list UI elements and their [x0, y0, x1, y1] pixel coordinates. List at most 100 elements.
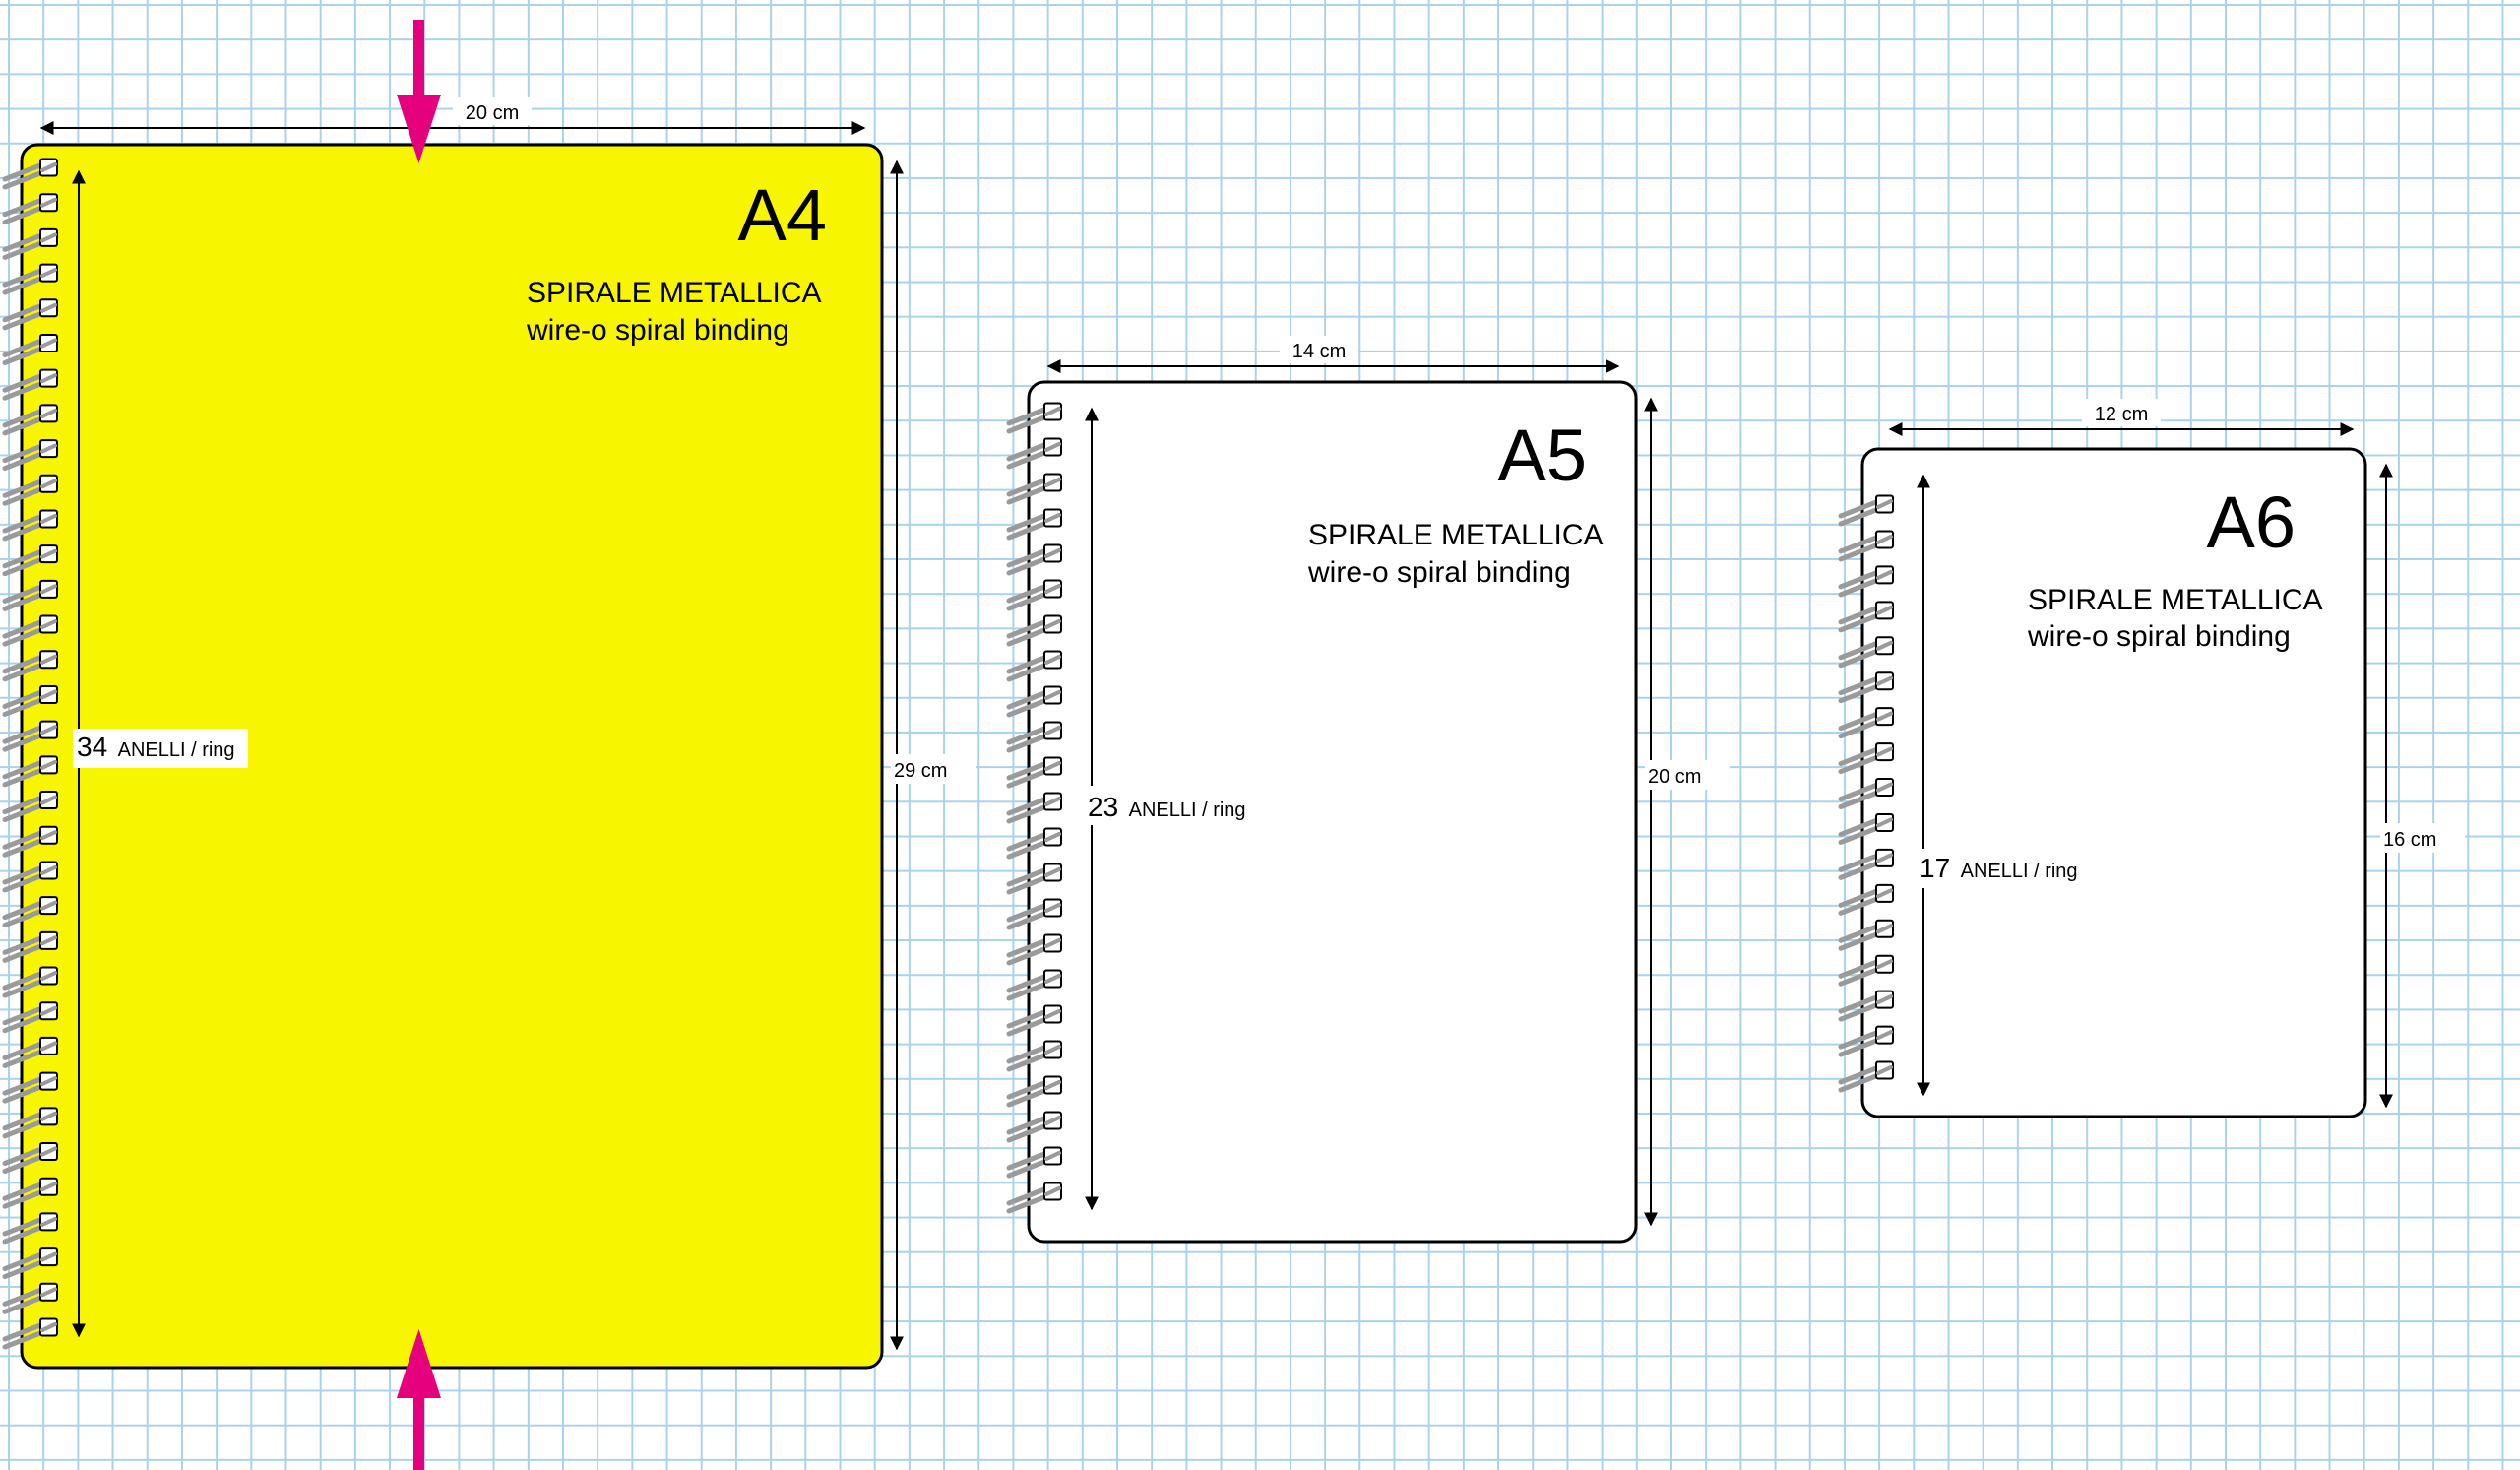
a4-ring-wire-over [40, 302, 57, 313]
a5-ring-count: 23 [1088, 792, 1118, 822]
a6-size-label: A6 [2206, 481, 2296, 563]
a5-width-label: 14 cm [1292, 341, 1346, 362]
a4-height-label: 29 cm [894, 760, 947, 782]
a4-ring-wire-over [40, 971, 57, 982]
a5-ring [1006, 1075, 1062, 1108]
a5-ring-wire-over [1044, 584, 1061, 594]
a6-ring-wire-over [1876, 853, 1893, 863]
a5-ring-wire-over [1044, 407, 1061, 416]
a4-ring-wire-over [40, 548, 57, 559]
a4-ring-wire-over [40, 408, 57, 418]
a4-ring [2, 1212, 58, 1245]
a4-ring [2, 1247, 58, 1280]
a4-binding-subtitle: wire-o spiral binding [526, 314, 789, 347]
a4-ring-wire-over [40, 864, 57, 875]
a4-ring-wire-over [40, 900, 57, 911]
a6-ring [1838, 883, 1894, 916]
a4-ring-wire-over [40, 162, 57, 172]
a5-ring-wire-over [1044, 478, 1061, 487]
a6-height-label: 16 cm [2383, 829, 2436, 851]
a4-ring [2, 684, 58, 717]
a6-ring-wire-over [1876, 924, 1893, 934]
a4-ring [2, 896, 58, 928]
a6-ring [1838, 778, 1894, 809]
a4-bottom-cut-arrow [397, 1329, 441, 1470]
a6-ring [1838, 1060, 1894, 1093]
a5-ring [1006, 1182, 1062, 1214]
a5-ring [1006, 1004, 1062, 1037]
a5-ring [1006, 756, 1062, 789]
a6-ring [1838, 919, 1894, 951]
a4-binding-title: SPIRALE METALLICA [527, 277, 822, 309]
a5-ring [1006, 933, 1062, 966]
a6-ring [1838, 812, 1894, 845]
a6-ring [1838, 742, 1894, 775]
a6-ring-wire-over [1876, 888, 1893, 899]
a5-ring-wire-over [1044, 974, 1061, 984]
a5-size-label: A5 [1497, 415, 1587, 496]
a4-ring [2, 966, 58, 998]
a4-ring-wire-over [40, 759, 57, 770]
a4-ring [2, 861, 58, 893]
a6-ring-wire-over [1876, 534, 1893, 544]
a6-ring-wire-over [1876, 959, 1893, 970]
a4-ring-count-label: 34 ANELLI / ring [77, 732, 235, 762]
a5-ring [1006, 827, 1062, 860]
a4-ring [2, 1071, 58, 1104]
a6-ring [1838, 565, 1894, 598]
a5-ring [1006, 473, 1062, 505]
a4-ring [2, 333, 58, 365]
a6-ring-wire-over [1876, 1065, 1893, 1075]
a5-ring-wire-over [1044, 726, 1061, 735]
a6-binding-title: SPIRALE METALLICA [2028, 584, 2323, 616]
a6-ring [1838, 954, 1894, 987]
a6-ring-wire-over [1876, 1030, 1893, 1041]
a4-ring-wire-over [40, 935, 57, 946]
a5-ring [1006, 1111, 1062, 1143]
a6-width-label: 12 cm [2095, 404, 2148, 425]
a4-ring-wire-over [40, 1216, 57, 1227]
a6-ring [1838, 1025, 1894, 1057]
a5-spiral-binding [1006, 402, 1062, 1214]
a4-ring [2, 825, 58, 858]
a4-ring-wire-over [40, 584, 57, 595]
a4-ring-wire-over [40, 232, 57, 243]
a4-ring-wire-over [40, 1146, 57, 1157]
a5-ring [1006, 543, 1062, 576]
a4-ring [2, 158, 58, 190]
a5-ring-wire-over [1044, 655, 1061, 665]
a4-spiral-binding [2, 158, 58, 1350]
a4-ring [2, 1142, 58, 1175]
a6-ring-wire-over [1876, 569, 1893, 580]
a4-ring-wire-over [40, 268, 57, 279]
a4-ring [2, 263, 58, 295]
a4-ring-wire-over [40, 1251, 57, 1262]
a5-ring [1006, 402, 1062, 434]
a5-ring-unit: ANELLI / ring [1129, 799, 1246, 821]
a4-ring [2, 368, 58, 401]
a4-ring-wire-over [40, 1287, 57, 1298]
a5-ring [1006, 685, 1062, 718]
a4-ring [2, 1107, 58, 1139]
a5-ring [1006, 969, 1062, 1001]
a4-ring [2, 193, 58, 225]
a4-cover [20, 143, 884, 1370]
a5-ring-wire-over [1044, 832, 1061, 842]
a4-ring-wire-over [40, 443, 57, 454]
a4-ring-wire-over [40, 619, 57, 630]
a6-ring [1838, 707, 1894, 739]
a5-ring [1006, 863, 1062, 895]
a4-ring-wire-over [40, 479, 57, 489]
a5-ring-wire-over [1044, 1151, 1061, 1161]
a4-ring-wire-over [40, 197, 57, 208]
a5-ring-wire-over [1044, 619, 1061, 629]
a6-ring [1838, 494, 1894, 527]
a4-ring-wire-over [40, 373, 57, 384]
a5-ring [1006, 721, 1062, 753]
a4-ring [2, 298, 58, 331]
a5-ring [1006, 579, 1062, 611]
a6-ring [1838, 848, 1894, 880]
a5-binding-subtitle: wire-o spiral binding [1307, 556, 1571, 589]
a5-ring-wire-over [1044, 938, 1061, 948]
a6-ring-wire-over [1876, 746, 1893, 757]
